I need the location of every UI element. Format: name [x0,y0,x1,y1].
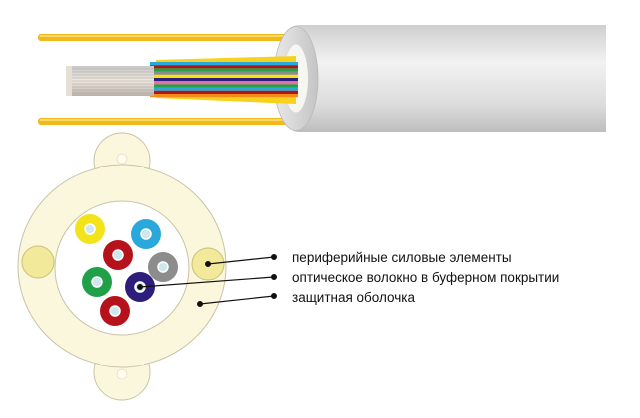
fiber-red-bottom [100,296,130,326]
fiber-yellow [75,214,105,244]
bare-fibers [66,66,154,96]
fiber-gray [148,252,178,282]
outer-jacket [276,25,606,132]
leader-fiber [139,276,275,288]
label-buffered-fiber: оптическое волокно в буферном покрытии [292,270,560,285]
fiber-cyan [131,219,161,249]
leader-sheath [199,295,275,305]
cable-cross-section [17,132,278,401]
leader-strength [207,256,275,265]
fiber-red-center [103,240,133,270]
fiber-bundle [150,62,298,98]
fiber-green [82,267,112,297]
leader-lines [137,254,278,308]
label-protective-sheath: защитная оболочка [292,290,415,305]
strength-member-left [21,245,55,279]
cable-side-view [38,25,606,132]
label-strength-members: периферийные силовые элементы [292,250,512,265]
